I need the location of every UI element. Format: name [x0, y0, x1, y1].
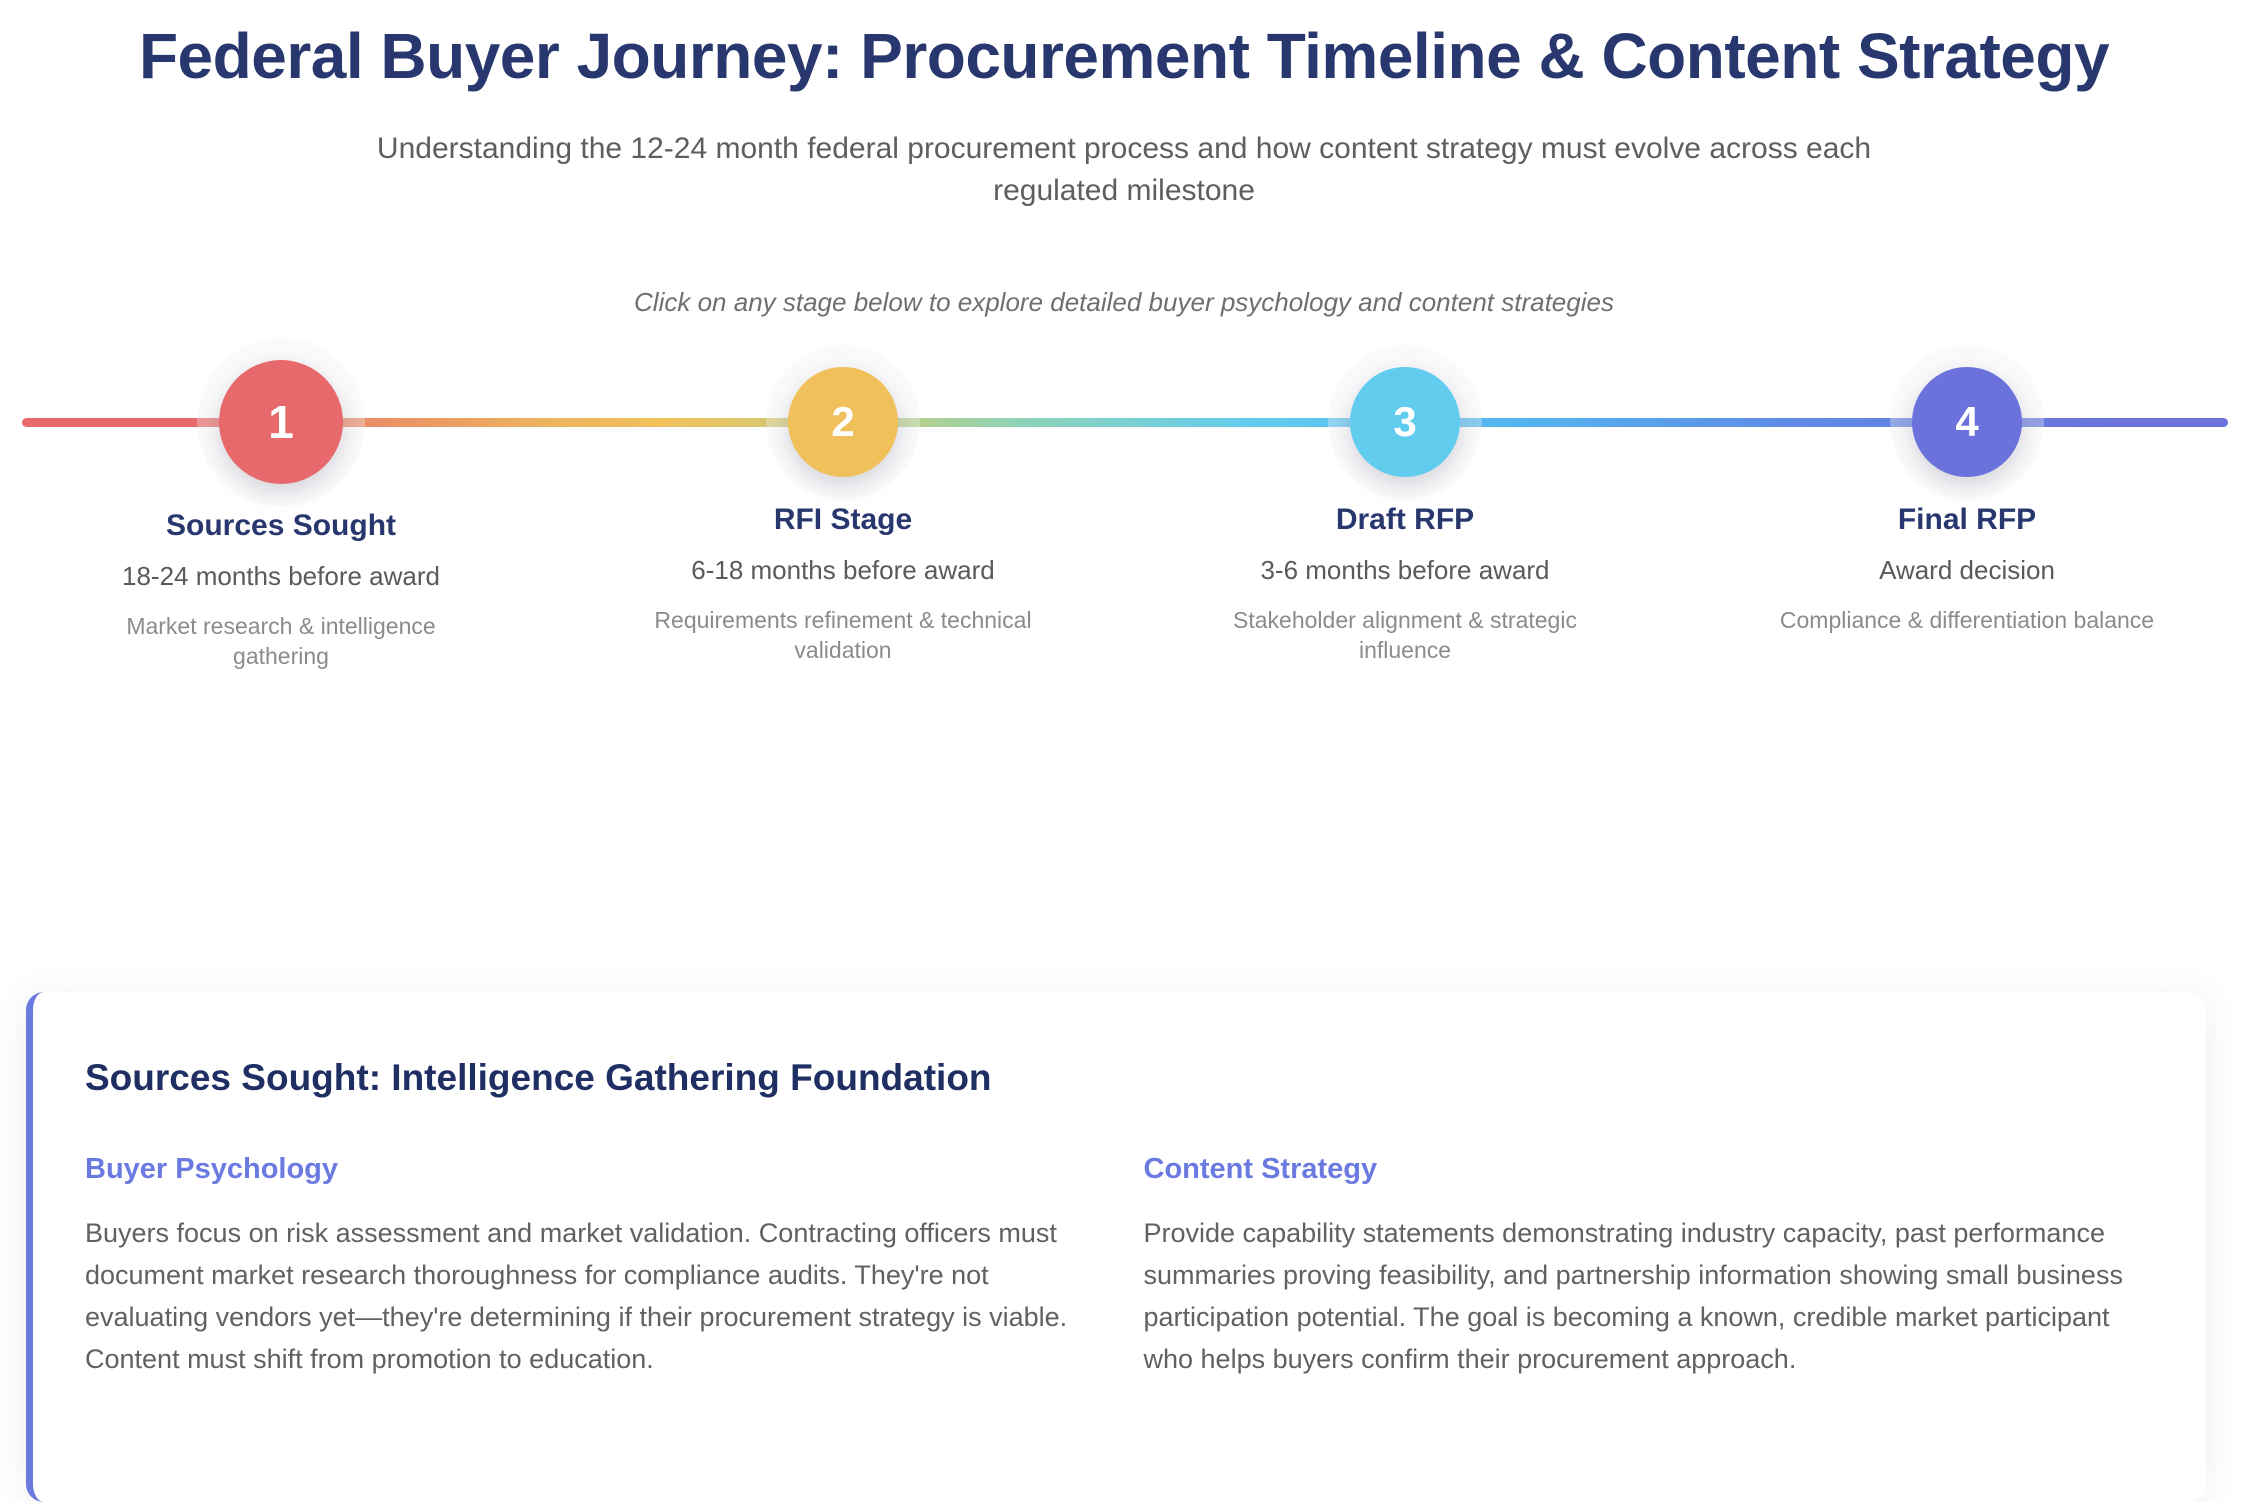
- stage-timeframe-4: Award decision: [1879, 555, 2055, 586]
- click-instruction: Click on any stage below to explore deta…: [634, 287, 1614, 318]
- page-title: Federal Buyer Journey: Procurement Timel…: [138, 20, 2110, 92]
- stage-name-1: Sources Sought: [165, 509, 397, 543]
- stage-marker-4[interactable]: 4: [1912, 367, 2022, 478]
- detail-panel-columns: Buyer Psychology Buyers focus on risk as…: [85, 1152, 2140, 1380]
- detail-body-content-strategy: Provide capability statements demonstrat…: [1143, 1218, 2123, 1374]
- stage-focus-4: Compliance & differentiation balance: [1779, 606, 2155, 633]
- timeline-stage-sources-sought[interactable]: 1 Sources Sought 18-24 months before awa…: [0, 360, 562, 716]
- stage-text-block-2: RFI Stage 6-18 months before award Requi…: [562, 502, 1124, 665]
- detail-body-buyer-psychology: Buyers focus on risk assessment and mark…: [85, 1218, 1068, 1374]
- stage-focus-1: Market research & intelligence gathering: [126, 612, 436, 670]
- stage-name-2: RFI Stage: [773, 503, 913, 537]
- stage-detail-panel: Sources Sought: Intelligence Gathering F…: [26, 992, 2206, 1502]
- timeline-stage-rfi[interactable]: 2 RFI Stage 6-18 months before award Req…: [562, 367, 1124, 716]
- stage-number-badge-3[interactable]: 3: [1350, 367, 1460, 478]
- stage-focus-3: Stakeholder alignment & strategic influe…: [1233, 606, 1577, 664]
- stage-focus-2: Requirements refinement & technical vali…: [654, 606, 1032, 664]
- stage-text-block-1: Sources Sought 18-24 months before award…: [0, 508, 562, 671]
- detail-panel-title: Sources Sought: Intelligence Gathering F…: [85, 1057, 992, 1098]
- stage-timeframe-2: 6-18 months before award: [691, 555, 995, 586]
- detail-heading-buyer-psychology: Buyer Psychology: [85, 1153, 339, 1186]
- timeline-stage-final-rfp[interactable]: 4 Final RFP Award decision Compliance & …: [1686, 367, 2248, 716]
- stage-number-badge-2[interactable]: 2: [788, 367, 898, 478]
- stage-marker-1[interactable]: 1: [219, 360, 343, 485]
- stage-name-3: Draft RFP: [1335, 503, 1475, 537]
- stage-text-block-4: Final RFP Award decision Compliance & di…: [1686, 502, 2248, 635]
- detail-column-buyer-psychology: Buyer Psychology Buyers focus on risk as…: [85, 1152, 1082, 1380]
- stage-name-4: Final RFP: [1897, 503, 2037, 537]
- detail-column-content-strategy: Content Strategy Provide capability stat…: [1144, 1152, 2141, 1380]
- page-subtitle: Understanding the 12-24 month federal pr…: [376, 132, 1872, 207]
- stage-timeframe-1: 18-24 months before award: [122, 561, 440, 592]
- stage-marker-2[interactable]: 2: [788, 367, 898, 478]
- timeline-stage-draft-rfp[interactable]: 3 Draft RFP 3-6 months before award Stak…: [1124, 367, 1686, 716]
- detail-heading-content-strategy: Content Strategy: [1143, 1153, 1378, 1186]
- stage-number-badge-4[interactable]: 4: [1912, 367, 2022, 478]
- stage-marker-3[interactable]: 3: [1350, 367, 1460, 478]
- stage-timeframe-3: 3-6 months before award: [1260, 555, 1550, 586]
- timeline-stage-list: 1 Sources Sought 18-24 months before awa…: [0, 360, 2248, 716]
- timeline-progress-line: [22, 418, 2228, 428]
- stage-number-badge-1[interactable]: 1: [219, 360, 343, 485]
- procurement-timeline: 1 Sources Sought 18-24 months before awa…: [0, 360, 2248, 716]
- stage-text-block-3: Draft RFP 3-6 months before award Stakeh…: [1124, 502, 1686, 665]
- page-header: Federal Buyer Journey: Procurement Timel…: [0, 0, 2248, 318]
